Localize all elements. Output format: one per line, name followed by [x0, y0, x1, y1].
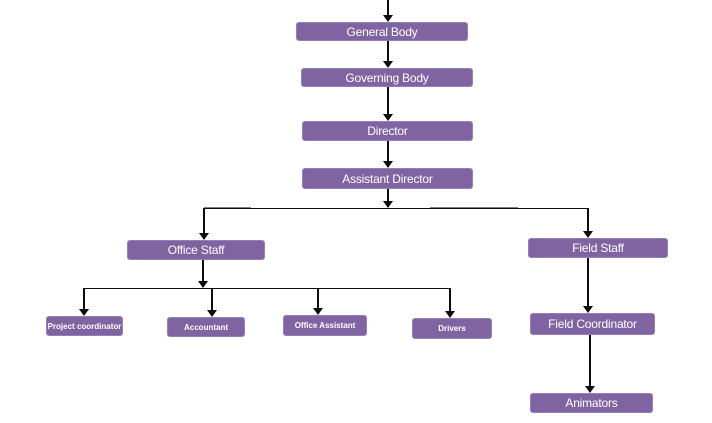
node-field-coordinator: Field Coordinator: [530, 313, 655, 335]
node-accountant-label: Accountant: [184, 322, 228, 332]
connector-drop-to-office-staff: [203, 208, 205, 233]
node-office-assistant: Office Assistant: [283, 315, 367, 336]
arrowhead-general-body-to-governing-body: [383, 61, 393, 68]
connector-split-horizontal-gray-right: [430, 206, 518, 208]
arrowhead-governing-body-to-director: [383, 114, 393, 121]
connector-office-horizontal: [84, 287, 451, 289]
node-governing-body: Governing Body: [301, 68, 473, 87]
connector-assistant-director-down: [387, 189, 389, 201]
connector-director-to-assistant-director: [387, 141, 389, 161]
arrowhead-to-office-assistant: [313, 308, 323, 315]
connector-general-body-to-governing-body: [387, 41, 389, 61]
connector-drop-to-office-assistant: [317, 288, 319, 308]
connector-field-coordinator-to-animators: [589, 335, 591, 386]
node-animators-label: Animators: [565, 396, 618, 410]
node-field-staff: Field Staff: [528, 238, 668, 258]
node-office-assistant-label: Office Assistant: [294, 321, 356, 330]
connector-split-horizontal-gray-left: [204, 206, 251, 208]
node-drivers-label: Drivers: [438, 324, 466, 333]
connector-into-general-body: [387, 0, 389, 15]
connector-split-horizontal: [204, 207, 589, 209]
node-director-label: Director: [367, 124, 408, 138]
node-drivers: Drivers: [412, 318, 492, 339]
node-animators: Animators: [530, 393, 653, 413]
node-field-coordinator-label: Field Coordinator: [548, 317, 637, 331]
arrowhead-into-general-body: [383, 15, 393, 22]
arrowhead-to-accountant: [207, 310, 217, 317]
arrowhead-to-field-coordinator: [583, 306, 593, 313]
connector-drop-to-accountant: [211, 288, 213, 310]
node-general-body: General Body: [296, 22, 468, 41]
arrowhead-to-office-staff: [199, 233, 209, 240]
connector-office-staff-down: [202, 260, 204, 281]
node-governing-body-label: Governing Body: [345, 70, 429, 85]
arrowhead-to-field-staff: [583, 231, 593, 238]
connector-field-staff-to-field-coordinator: [587, 258, 589, 306]
node-office-staff: Office Staff: [127, 240, 265, 260]
connector-drop-to-field-staff: [587, 208, 589, 231]
node-field-staff-label: Field Staff: [572, 241, 624, 255]
node-project-coordinator-label: Project coordinator: [47, 321, 122, 331]
arrowhead-to-animators: [585, 386, 595, 393]
arrowhead-to-project-coordinator: [79, 309, 89, 316]
node-project-coordinator: Project coordinator: [46, 316, 123, 336]
arrowhead-to-drivers: [445, 311, 455, 318]
node-accountant: Accountant: [167, 317, 245, 337]
arrowhead-director-to-assistant-director: [383, 161, 393, 168]
node-assistant-director-label: Assistant Director: [342, 171, 433, 186]
arrowhead-assistant-director-down: [383, 201, 393, 208]
connector-drop-to-project-coordinator: [83, 288, 85, 309]
arrowhead-office-staff-down: [198, 281, 208, 288]
node-general-body-label: General Body: [346, 24, 418, 39]
node-assistant-director: Assistant Director: [302, 168, 473, 189]
connector-drop-to-drivers: [449, 288, 451, 311]
node-office-staff-label: Office Staff: [167, 243, 225, 257]
connector-governing-body-to-director: [387, 87, 389, 114]
node-director: Director: [302, 121, 473, 141]
